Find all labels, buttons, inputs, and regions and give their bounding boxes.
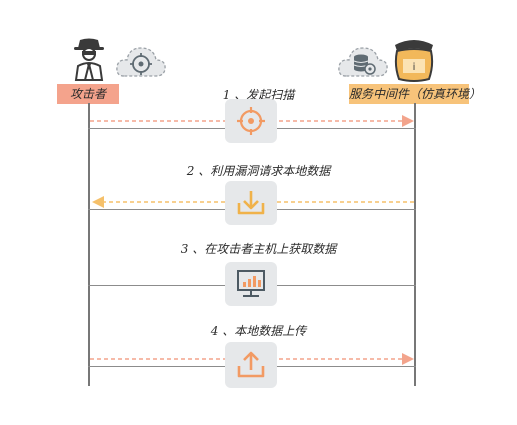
middleware-jar-icon: i [391, 35, 437, 87]
step-1-label: 1 、发起扫描 [222, 88, 295, 102]
monitor-chart-icon [237, 270, 265, 297]
server-lifeline [414, 103, 416, 386]
database-cloud-icon [336, 42, 390, 86]
step-3-icon-box [225, 262, 277, 306]
step-2-label: 2 、利用漏洞请求本地数据 [186, 164, 331, 178]
step-4-label: 4 、本地数据上传 [210, 324, 307, 338]
target-scan-icon [237, 107, 265, 135]
target-cloud-icon [114, 42, 168, 86]
step-4-icon-box [225, 342, 277, 388]
upload-icon [237, 351, 265, 378]
attacker-lifeline [88, 103, 90, 386]
svg-text:i: i [413, 62, 416, 73]
attacker-label: 攻击者 [57, 84, 119, 104]
download-icon [237, 191, 265, 215]
step-1-icon-box [225, 99, 277, 143]
step-3-label: 3 、在攻击者主机上获取数据 [180, 242, 337, 256]
server-label: 服务中间件（仿真环境） [349, 84, 481, 104]
step-2-icon-box [225, 181, 277, 225]
attacker-icon [72, 36, 106, 86]
